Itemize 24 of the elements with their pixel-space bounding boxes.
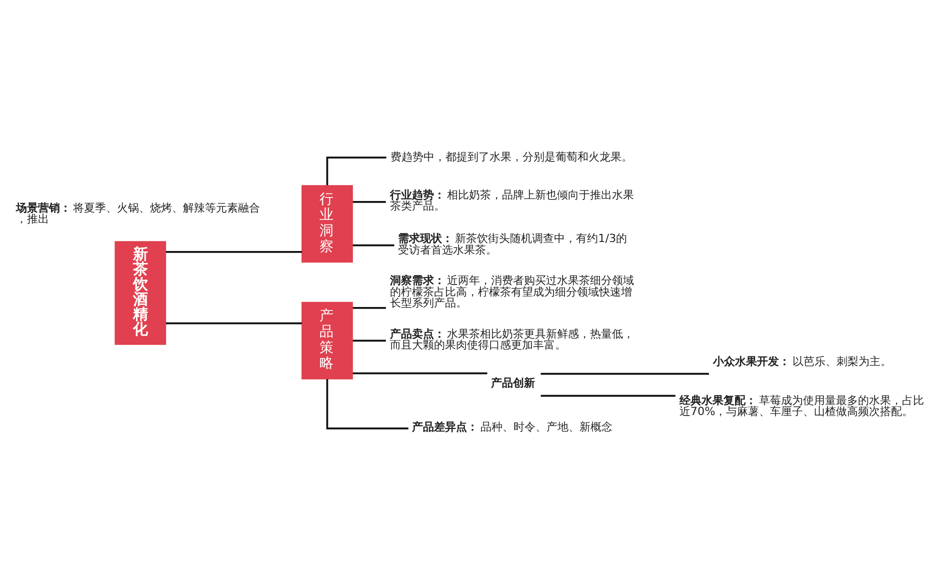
connector	[352, 306, 386, 308]
node-text: 经典水果复配： 草莓成为使用量最多的水果，占比近70%，与麻薯、车厘子、山楂做高频次搭配。	[679, 393, 924, 418]
connector	[166, 250, 302, 252]
connector	[352, 200, 386, 202]
node-text: 洞察需求： 近两年，消费者购买过水果茶细分领域的柠檬茶占比高，柠檬茶有望成为细分领域快速增长型系列产品。	[390, 274, 634, 310]
connector	[166, 322, 302, 324]
node-text: 产品创新	[491, 376, 536, 390]
node-box: 产品策略	[302, 301, 353, 379]
connector	[352, 372, 488, 374]
node-text: 行业趋势： 相比奶茶，品牌上新也倾向于推出水果茶类产品。	[390, 188, 634, 212]
connector	[326, 156, 386, 185]
connector	[540, 394, 676, 396]
node-box: 新茶饮酒精化	[114, 240, 166, 344]
node-text: 产品卖点： 水果茶相比奶茶更具新鲜感，热量低，而且大颗的果肉使得口感更加丰富。	[390, 326, 634, 352]
node-box: 行业洞察	[302, 184, 353, 262]
node-text: 小众水果开发： 以芭乐、刺梨为主。	[713, 354, 892, 368]
node-text: 费趋势中，都提到了水果，分别是葡萄和火龙果。	[390, 150, 632, 163]
connector	[540, 372, 709, 374]
node-text: 需求现状： 新茶饮街头随机调查中，有约1/3的受访者首选水果茶。	[398, 232, 628, 256]
node-text: 产品差异点： 品种、时令、产地、新概念	[412, 420, 612, 433]
connector	[352, 244, 394, 246]
connector	[326, 378, 408, 429]
node-text: 场景营销： 将夏季、火锅、烧烤、解辣等元素融合，推出	[16, 200, 260, 226]
connector	[352, 339, 386, 342]
